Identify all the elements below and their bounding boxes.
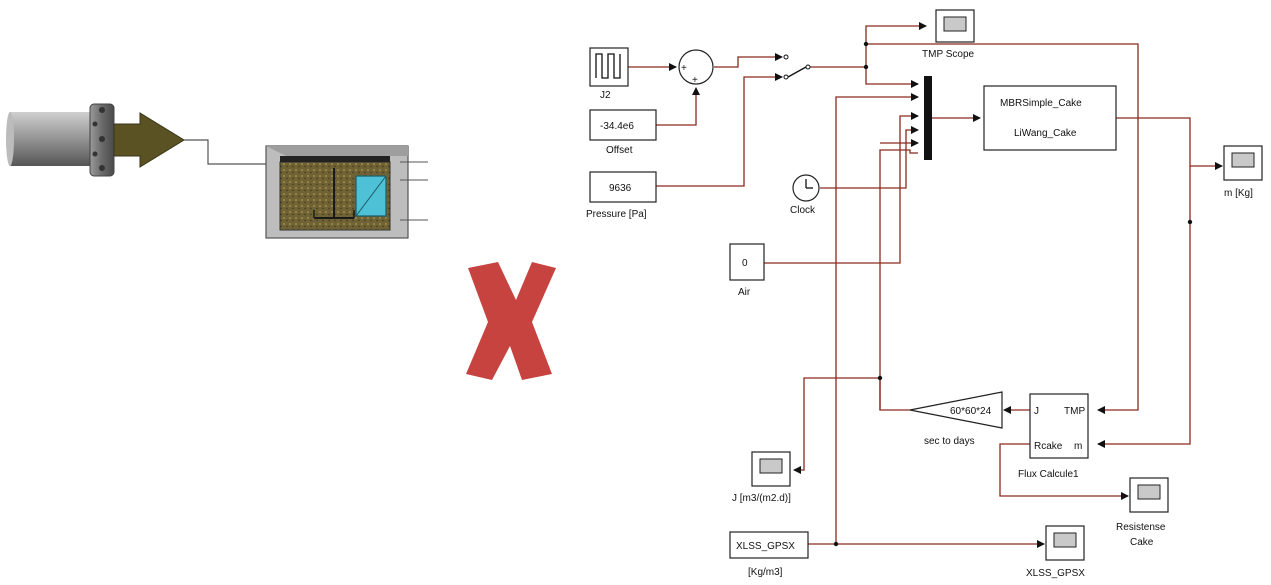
sum-sign-1: + [681,63,687,74]
pulse-generator-block[interactable] [589,47,629,87]
offset-block[interactable] [589,109,657,141]
model-line2: LiWang_Cake [1014,128,1077,139]
j-scope-label: J [m3/(m2.d)] [732,493,791,504]
clock-label: Clock [790,205,816,216]
scope-icon [943,16,967,32]
xlss-units-label: [Kg/m3] [748,567,783,578]
air-label: Air [738,287,751,298]
flux-port-rcake: Rcake [1034,441,1063,452]
pulse-icon [595,53,621,79]
gain-block[interactable] [909,391,1003,429]
offset-label: Offset [606,145,633,156]
flux-subsystem-block[interactable] [1029,393,1089,459]
flux-port-m: m [1074,441,1082,452]
xlss-constant-block[interactable] [729,531,809,559]
scope-icon [759,458,783,474]
flow-arrow-icon [113,112,185,168]
pulse-label: J2 [600,90,611,101]
manual-switch-block[interactable] [783,54,811,80]
tmp-scope-block[interactable] [935,9,975,43]
scope-icon [1231,152,1255,168]
xlss-scope-block[interactable] [1045,525,1085,561]
model-line1: MBRSimple_Cake [1000,98,1082,109]
j-scope-block[interactable] [751,451,791,487]
m-scope-block[interactable] [1223,145,1263,181]
scope-icon [1053,532,1077,548]
wires [628,22,1223,548]
air-block[interactable] [729,243,765,281]
flux-port-j: J [1034,406,1039,417]
tmp-scope-label: TMP Scope [922,49,974,60]
air-value: 0 [742,258,748,269]
pipe-inlet-icon [6,103,115,177]
pressure-label: Pressure [Pa] [586,209,647,220]
m-scope-label: m [Kg] [1224,188,1253,199]
membrane-tank-icon [265,145,428,239]
scope-icon [1137,484,1161,500]
sum-sign-2: + [692,75,698,86]
gain-value: 60*60*24 [950,406,992,417]
feed-line [184,139,268,165]
gain-label: sec to days [924,436,975,447]
sum-block[interactable]: + + [678,49,714,86]
xlss-scope-label: XLSS_GPSX [1026,568,1085,579]
cross-mark-icon [466,262,556,380]
flux-label: Flux Calcule1 [1018,469,1079,480]
flux-port-tmp: TMP [1064,406,1085,417]
resistance-label-2: Cake [1130,537,1154,548]
resistance-label-1: Resistense [1116,522,1166,533]
offset-value: -34.4e6 [600,121,634,132]
pressure-block[interactable] [589,171,657,203]
clock-icon [805,179,813,189]
resistance-scope-block[interactable] [1129,477,1169,513]
model-subsystem-block[interactable] [983,85,1117,151]
xlss-value: XLSS_GPSX [736,541,795,552]
pressure-value: 9636 [609,183,632,194]
mux-block[interactable] [924,76,932,160]
clock-block[interactable] [792,174,820,202]
